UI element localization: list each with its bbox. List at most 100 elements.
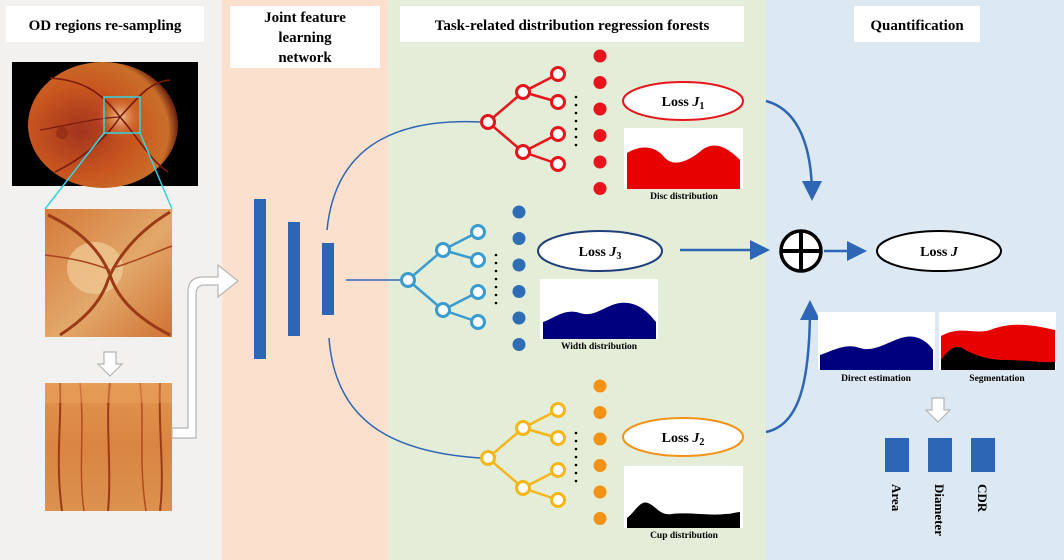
cup-tree-node	[515, 480, 531, 496]
disc-distribution-caption: Disc distribution	[650, 192, 719, 202]
width-leaf-node	[512, 205, 526, 219]
connector-to-disc-forest	[326, 120, 481, 231]
disc-leaf-node	[593, 49, 607, 63]
loss-j3-label: Loss J3	[579, 245, 622, 262]
od-crop-image	[44, 209, 173, 337]
area-output-box	[885, 438, 909, 472]
hollow-bent-arrow-icon	[171, 263, 239, 439]
disc-tree-node	[550, 66, 566, 82]
loss-j2-ellipse	[622, 417, 744, 457]
cup-tree-ellipsis-dot	[574, 447, 578, 451]
cup-tree-node	[550, 492, 566, 508]
quantification-title: Quantification	[870, 18, 964, 34]
hollow-down-arrow-icon	[96, 351, 124, 377]
width-tree-ellipsis-dot	[494, 253, 498, 257]
disc-tree-node	[515, 144, 531, 160]
cup-forest-tree	[480, 402, 578, 508]
width-leaf-node	[512, 232, 526, 245]
width-leaf-node	[512, 285, 526, 298]
disc-leaf-node	[593, 129, 607, 142]
cup-tree-ellipsis-dot	[574, 431, 578, 435]
width-distribution-caption: Width distribution	[561, 342, 638, 352]
loss-j1-ellipse	[622, 81, 744, 121]
joint-title-box	[230, 6, 380, 68]
width-leaf-nodes	[512, 205, 526, 351]
direct-estimation-caption: Direct estimation	[841, 374, 911, 384]
quant-down-arrow-icon	[924, 397, 952, 423]
width-tree-node	[470, 314, 486, 330]
width-tree-node	[470, 224, 486, 240]
cup-tree-node	[550, 430, 566, 446]
arrow-j1-to-sum	[765, 99, 822, 201]
width-forest-tree	[400, 224, 498, 330]
panel-quantification	[766, 0, 1064, 560]
disc-leaf-node	[593, 182, 607, 195]
disc-tree-node	[480, 114, 496, 130]
cup-tree-node	[480, 450, 496, 466]
cup-tree-ellipsis-dot	[574, 471, 578, 475]
cup-tree-node	[550, 462, 566, 478]
polar-image	[45, 382, 172, 512]
zoom-line-right	[139, 132, 173, 210]
network-layer-1	[254, 199, 266, 359]
cdr-output-box	[971, 438, 995, 472]
diameter-label: Diameter	[932, 484, 947, 536]
disc-tree-ellipsis-dot	[574, 95, 578, 99]
width-tree-node	[435, 302, 451, 318]
joint-title-line-3: network	[278, 50, 332, 66]
disc-distribution-plot	[624, 128, 743, 189]
cup-leaf-node	[593, 432, 607, 446]
cup-leaf-node	[593, 379, 607, 393]
width-leaf-node	[512, 311, 526, 325]
width-tree-ellipsis-dot	[494, 261, 498, 265]
cup-leaf-node	[593, 406, 607, 419]
cup-tree-ellipsis-dot	[574, 463, 578, 467]
plus-circle-icon	[779, 229, 823, 273]
area-label: Area	[889, 484, 904, 512]
width-leaf-node	[512, 258, 526, 272]
disc-tree-node	[550, 156, 566, 172]
segmentation-plot	[939, 312, 1056, 370]
connector-to-cup-forest	[328, 337, 481, 459]
cup-tree-node	[515, 420, 531, 436]
cup-distribution-plot	[624, 466, 743, 528]
width-tree-node	[470, 252, 486, 268]
network-layer-2	[288, 222, 300, 336]
od-title-box	[6, 6, 204, 42]
diameter-output-box	[928, 438, 952, 472]
cup-tree-ellipsis-dot	[574, 479, 578, 483]
loss-j1-label: Loss J1	[662, 95, 705, 112]
width-distribution-plot	[540, 279, 658, 339]
width-tree-ellipsis-dot	[494, 293, 498, 297]
disc-tree-ellipsis-dot	[574, 119, 578, 123]
disc-tree-ellipsis-dot	[574, 111, 578, 115]
cup-leaf-node	[593, 485, 607, 499]
width-tree-ellipsis-dot	[494, 277, 498, 281]
disc-tree-node	[550, 126, 566, 142]
forest-title-box	[400, 6, 744, 42]
cup-leaf-node	[593, 512, 607, 525]
cup-leaf-nodes	[593, 379, 607, 525]
width-leaf-node	[512, 338, 526, 351]
disc-tree-ellipsis-dot	[574, 143, 578, 147]
disc-forest-tree	[480, 66, 578, 172]
disc-tree-node	[550, 94, 566, 110]
width-tree-ellipsis-dot	[494, 285, 498, 289]
disc-leaf-node	[593, 155, 607, 169]
quant-title-box	[854, 6, 980, 42]
cup-tree-ellipsis-dot	[574, 455, 578, 459]
width-tree-ellipsis-dot	[494, 269, 498, 273]
width-tree-node	[435, 242, 451, 258]
direct-estimation-plot	[818, 312, 935, 370]
loss-j2-label: Loss J2	[662, 431, 705, 448]
width-tree-node	[470, 284, 486, 300]
disc-tree-ellipsis-dot	[574, 135, 578, 139]
disc-tree-ellipsis-dot	[574, 103, 578, 107]
joint-title-line-1: Joint feature	[264, 10, 346, 26]
forests-title: Task-related distribution regression for…	[435, 18, 710, 34]
loss-j-ellipse	[876, 230, 1002, 272]
segmentation-caption: Segmentation	[969, 374, 1025, 384]
loss-j3-ellipse	[537, 230, 663, 272]
